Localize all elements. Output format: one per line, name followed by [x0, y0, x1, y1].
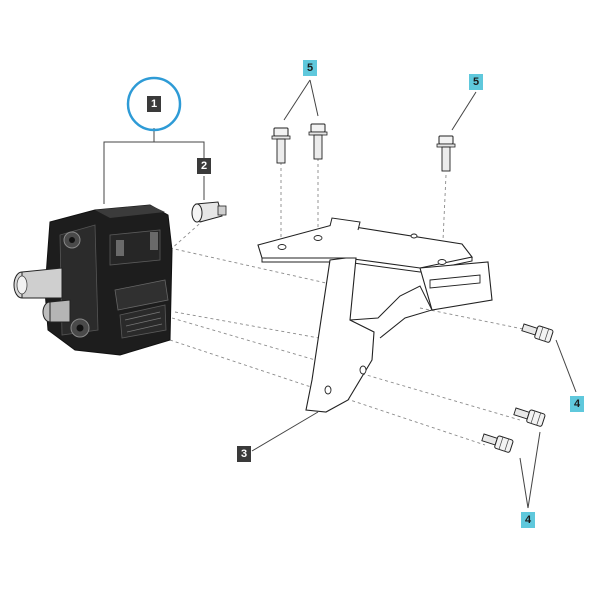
pump-assembly: [13, 204, 173, 356]
callout-2[interactable]: 2: [197, 158, 211, 174]
callout-4-lower[interactable]: 4: [521, 512, 535, 528]
leader-lines: [103, 79, 577, 509]
bolt-icon: [481, 433, 514, 453]
callout-5-left[interactable]: 5: [303, 60, 317, 76]
highlight-circle: [126, 76, 182, 132]
callout-3[interactable]: 3: [237, 446, 251, 462]
bolt-icon: [513, 407, 546, 427]
callout-4-upper[interactable]: 4: [570, 396, 584, 412]
bolt-icon: [271, 127, 291, 164]
callout-1[interactable]: 1: [147, 96, 161, 112]
bolt-icon: [308, 123, 328, 160]
plug-icon: [191, 201, 227, 223]
bolt-icon: [521, 323, 554, 343]
bolt-icon: [436, 135, 456, 172]
mounting-bracket-icon: [257, 217, 493, 413]
callout-5-right[interactable]: 5: [469, 74, 483, 90]
